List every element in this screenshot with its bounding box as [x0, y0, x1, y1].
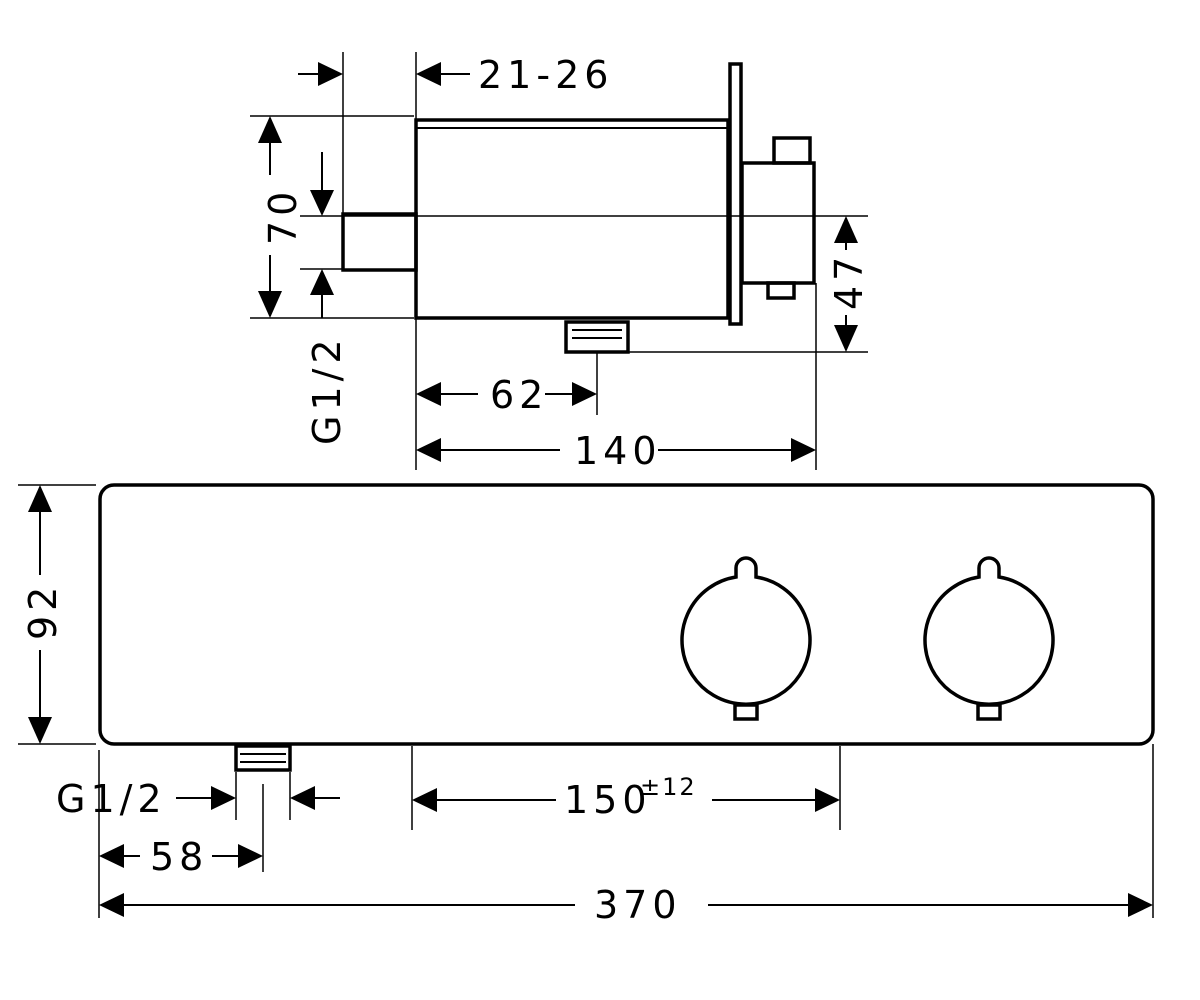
dim-g12-side-label: G1/2	[305, 334, 349, 445]
side-view-body	[414, 118, 730, 320]
dim-150-label: 150	[564, 778, 652, 822]
front-view-outlet	[234, 744, 292, 772]
side-view-back-housing	[740, 161, 816, 285]
side-view: 21-26 70 G1/2 47 62 140	[250, 52, 871, 473]
dim-47-label: 47	[827, 252, 871, 310]
dim-140-label: 140	[574, 429, 662, 473]
flow-knob	[923, 556, 1055, 721]
side-view-spout	[341, 212, 418, 272]
dim-92-label: 92	[21, 582, 65, 640]
dim-g12-front-label: G1/2	[56, 777, 167, 821]
thermostat-knob	[680, 556, 812, 721]
dim-21-26-label: 21-26	[478, 53, 613, 97]
dim-150-tolerance: ±12	[640, 773, 697, 801]
dim-70-label: 70	[261, 187, 305, 245]
side-view-wall-plate	[728, 62, 743, 326]
front-view-body	[98, 483, 1155, 746]
dim-58-label: 58	[150, 835, 208, 879]
front-view: 92 G1/2 150 ±12 58 370	[18, 483, 1155, 927]
dim-62-label: 62	[490, 373, 548, 417]
dim-370-label: 370	[594, 883, 682, 927]
